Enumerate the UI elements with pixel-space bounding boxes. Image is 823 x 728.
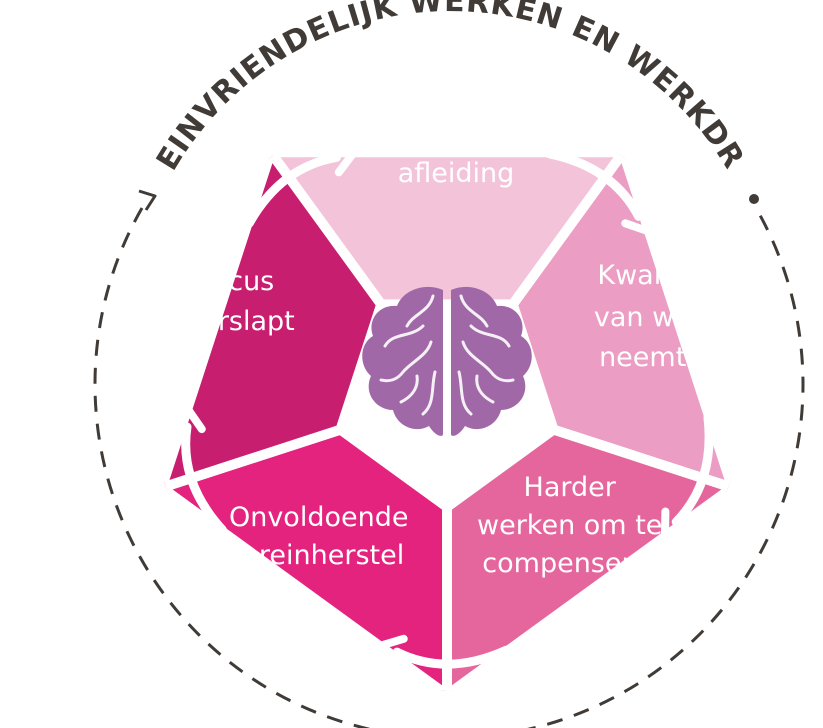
label-line: afleiding — [398, 158, 515, 189]
label-line: verslapt — [185, 306, 295, 337]
arrow-icon — [378, 634, 511, 670]
arrow-icon — [168, 407, 227, 535]
label-prikkels-afleiding: Prikkels / afleiding — [391, 118, 520, 189]
arrow-shaft — [181, 422, 227, 535]
arrow-head — [378, 634, 408, 670]
label-line: Kwaliteit — [597, 260, 714, 291]
label-kwaliteit-van-werk: Kwaliteit van werk neemt af — [594, 260, 726, 373]
label-line: compenseren — [482, 548, 665, 579]
arrow-head — [329, 138, 356, 177]
arrow-shaft — [671, 413, 714, 527]
label-line: breinherstel — [242, 540, 404, 571]
label-line: Focus — [197, 266, 274, 297]
label-line: Harder — [524, 472, 617, 503]
label-focus-verslapt: Focus verslapt — [185, 266, 295, 337]
label-harder-werken: Harder werken om te compenseren — [477, 472, 671, 579]
outer-dashed-ring — [93, 207, 805, 728]
arrow-head — [661, 507, 691, 538]
arrow-icon — [661, 413, 714, 538]
ring-start-dot — [749, 194, 759, 204]
arrow-icon — [544, 149, 656, 235]
cycle-arrows — [168, 138, 714, 670]
label-line: Prikkels / — [391, 118, 512, 149]
arrow-shaft — [244, 153, 341, 228]
brain-icon — [362, 286, 532, 436]
label-line: werken om te — [477, 510, 662, 541]
label-line: van werk — [594, 302, 718, 333]
label-line: neemt af — [599, 342, 722, 373]
arrow-icon — [244, 138, 356, 228]
label-onvoldoende-breinherstel: Onvoldoende breinherstel — [229, 502, 417, 571]
arrow-head — [168, 407, 206, 434]
label-line: Onvoldoende — [229, 502, 409, 533]
ring-arrowhead-icon — [138, 189, 157, 211]
arrow-shaft — [544, 149, 644, 221]
arrow-shaft — [392, 645, 511, 669]
segment-harder-werken — [442, 424, 743, 691]
arrow-head — [621, 205, 656, 235]
